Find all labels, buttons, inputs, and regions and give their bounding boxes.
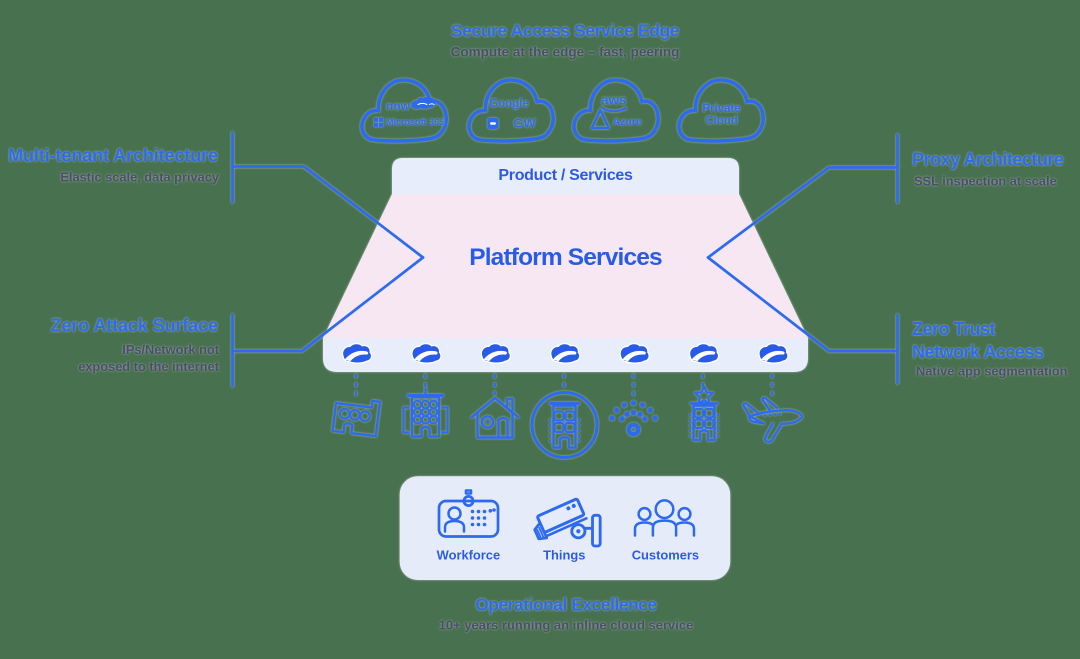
callout-right-bottom-subtitle: Native app segmentation (916, 363, 1068, 378)
servicenow-logo-text: now (386, 98, 410, 113)
salesforce-icon (411, 96, 436, 109)
home-icon (470, 396, 520, 439)
callout-left-top-title: Multi-tenant Architecture (8, 145, 218, 166)
left-bottom-connector (231, 256, 425, 353)
google-workspace-text: GW (513, 115, 536, 131)
id-badge-icon (437, 489, 500, 538)
header-subtitle: Compute at the edge – fast, peering (450, 44, 680, 60)
factory-icon (331, 399, 382, 438)
callout-left-top-subtitle: Elastic scale, data privacy (60, 169, 219, 185)
platform-services-label: Platform Services (469, 243, 662, 271)
left-top-connector (231, 165, 425, 259)
right-top-connector (706, 166, 899, 259)
callout-left-bottom-title: Zero Attack Surface (50, 315, 219, 336)
zscaler-logo (480, 343, 512, 364)
zscaler-logo (688, 343, 720, 364)
customers-label: Customers (631, 547, 700, 562)
callout-left-bottom-subtitle: IPs/Network not exposed to the internet (78, 342, 219, 374)
microsoft365-logo-text: Microsoft 365 (386, 117, 445, 128)
zscaler-logo (550, 343, 581, 364)
office-building-icon (402, 387, 449, 438)
zscaler-logo (619, 343, 650, 364)
right-bottom-connector (706, 256, 899, 353)
footer-subtitle: 10+ years running an inline cloud servic… (438, 617, 694, 633)
dashed-drop-lines (354, 374, 774, 398)
google-logo-text: Google (489, 98, 529, 110)
customers-people-icon (633, 499, 696, 537)
things-label: Things (543, 547, 586, 562)
google-workspace-icon (487, 118, 499, 129)
azure-icon (590, 108, 610, 130)
header-title: Secure Access Service Edge (450, 20, 680, 41)
enterprise-hq-icon (530, 391, 599, 459)
security-camera-icon (533, 497, 602, 548)
callout-connectors (231, 131, 899, 388)
product-services-label: Product / Services (498, 167, 633, 184)
platform-trapezoid (323, 158, 808, 372)
zscaler-logo (411, 343, 442, 364)
platform-services-body (323, 194, 808, 338)
zscaler-logo (758, 343, 789, 364)
airplane-icon (742, 396, 804, 444)
product-services-bar (392, 158, 739, 194)
aws-smile-icon (600, 106, 627, 113)
government-building-icon (689, 385, 719, 442)
callout-right-top-title: Proxy Architecture (912, 149, 1064, 169)
zscaler-logo (341, 343, 373, 364)
microsoft-icon (374, 117, 384, 127)
wifi-icon (609, 400, 658, 437)
azure-logo-text: Azure (612, 116, 642, 129)
google-cloud-shape (467, 78, 556, 143)
private-cloud-label: Private Cloud (702, 102, 741, 127)
callout-right-top-subtitle: SSL inspection at scale (914, 173, 1057, 189)
workforce-label: Workforce (436, 547, 501, 562)
footer-title: Operational Excellence (475, 594, 657, 614)
aws-logo-text: aws (601, 92, 627, 108)
callout-right-bottom-title: Zero Trust Network Access (912, 318, 1044, 362)
